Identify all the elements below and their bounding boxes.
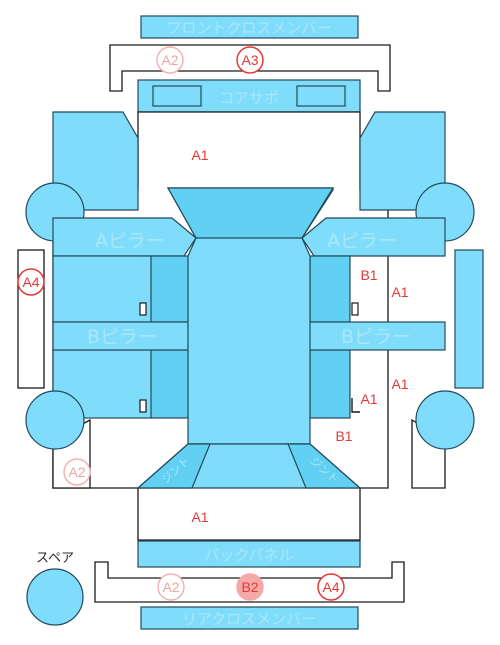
mark-circle — [157, 573, 185, 601]
left-front-inner[interactable] — [150, 255, 192, 323]
mark-a1-front[interactable]: A1 — [191, 147, 208, 163]
right-front-inner[interactable] — [309, 255, 351, 323]
b-pillar-left[interactable] — [52, 321, 194, 351]
mark-a4-bottom[interactable]: A4 — [317, 573, 345, 601]
core-support-label: コアサポ — [219, 89, 279, 107]
mark-circle — [317, 573, 345, 601]
spare-label: スペア — [36, 551, 74, 566]
mark-circle — [236, 573, 264, 601]
left-front-door[interactable] — [52, 255, 154, 323]
a-pillar-left[interactable] — [52, 217, 197, 257]
mark-a3-front[interactable]: A3 — [236, 46, 264, 74]
mark-circle — [17, 268, 45, 296]
left-front-latch-icon — [139, 302, 147, 316]
right-rear-latch-icon — [351, 398, 360, 413]
b-pillar-left-label: Bピラー — [87, 326, 157, 348]
rear-cross-member[interactable] — [140, 606, 359, 630]
mark-label: B2 — [241, 579, 258, 595]
a-pillar-right[interactable] — [301, 217, 446, 257]
mark-a1-rear[interactable]: A1 — [191, 509, 208, 525]
right-front-latch-icon — [351, 302, 359, 316]
mark-circle — [156, 46, 184, 74]
rear-right-wheel[interactable] — [415, 390, 475, 450]
rear-cross-member-label: リアクロスメンバー — [182, 610, 316, 628]
a-pillar-left-label: Aピラー — [95, 230, 165, 252]
rear-right-quarter[interactable] — [287, 443, 362, 489]
front-cross-member[interactable] — [140, 15, 359, 39]
mark-a1-right-upper[interactable]: A1 — [391, 284, 408, 300]
back-panel[interactable] — [137, 540, 361, 568]
mark-a1-right-mid[interactable]: A1 — [391, 376, 408, 392]
back-panel-label: バックパネル — [204, 546, 293, 564]
b-pillar-right-label: Bピラー — [341, 326, 411, 348]
mark-circle — [63, 458, 91, 486]
front-right-fender[interactable] — [359, 111, 446, 211]
mark-b1-right-lower[interactable]: B1 — [335, 428, 352, 444]
mark-label: A3 — [241, 52, 258, 68]
spare-tire[interactable] — [26, 568, 84, 626]
mark-label: A2 — [162, 579, 179, 595]
core-support-right-slot — [296, 85, 346, 107]
left-rear-latch-icon — [139, 399, 147, 413]
mark-a2-front[interactable]: A2 — [156, 46, 184, 74]
mark-b1-right-upper[interactable]: B1 — [360, 267, 377, 283]
core-support-left-slot — [152, 85, 202, 107]
a-pillar-right-label: Aピラー — [327, 230, 397, 252]
mark-label: A4 — [322, 579, 339, 595]
mark-a2-bottom[interactable]: A2 — [157, 573, 185, 601]
mark-label: A2 — [161, 52, 178, 68]
rear-left-quarter[interactable] — [136, 443, 211, 489]
right-rear-inner[interactable] — [309, 349, 351, 419]
mark-a4-left[interactable]: A4 — [17, 268, 45, 296]
right-side-step[interactable] — [454, 249, 484, 389]
left-rear-inner[interactable] — [150, 349, 192, 419]
mark-label: A2 — [68, 464, 85, 480]
mark-label: A4 — [22, 274, 39, 290]
windshield[interactable] — [166, 187, 335, 239]
mark-a1-right-lower[interactable]: A1 — [360, 391, 377, 407]
mark-b2-bottom[interactable]: B2 — [236, 573, 264, 601]
rear-left-wheel[interactable] — [25, 390, 85, 450]
mark-a2-rear-left[interactable]: A2 — [63, 458, 91, 486]
front-cross-member-label: フロントクロスメンバー — [166, 19, 331, 37]
mark-circle — [236, 46, 264, 74]
